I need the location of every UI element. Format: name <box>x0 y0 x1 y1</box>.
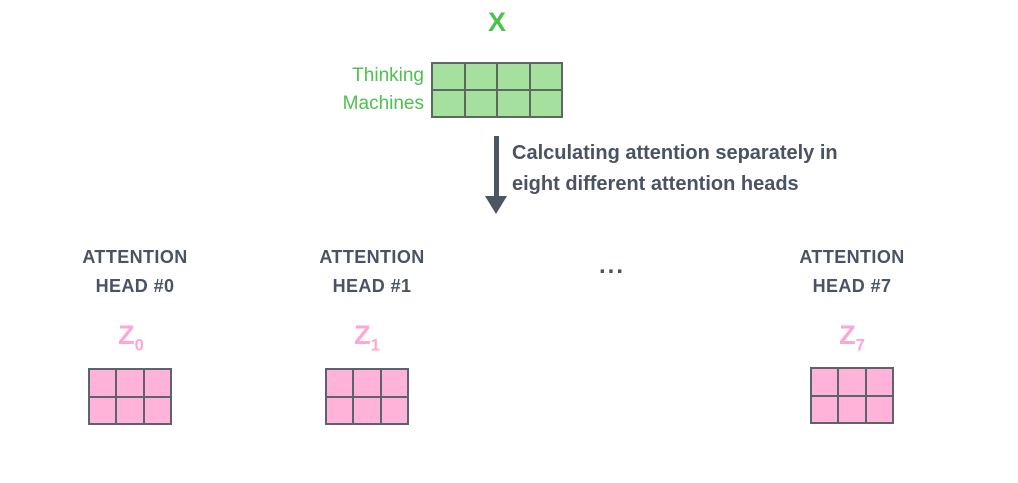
z1-matrix <box>325 368 409 425</box>
z1-base: Z <box>354 320 371 350</box>
matrix-cell <box>812 369 838 395</box>
input-row-labels: Thinking Machines <box>260 62 424 117</box>
head-title-7-line1: ATTENTION <box>799 247 905 267</box>
matrix-cell <box>144 370 170 396</box>
matrix-cell <box>839 369 865 395</box>
matrix-cell <box>433 64 464 89</box>
matrix-cell <box>354 397 380 423</box>
matrix-cell <box>90 370 116 396</box>
z1-label: Z1 <box>267 317 467 363</box>
z7-subscript: 7 <box>855 335 865 355</box>
input-matrix-label: X <box>487 7 506 37</box>
matrix-cell <box>354 370 380 396</box>
arrow-caption-line1: Calculating attention separately in <box>512 142 838 164</box>
matrix-cell <box>812 396 838 422</box>
head-title-7-line2: HEAD #7 <box>812 276 892 296</box>
matrix-cell <box>327 397 353 423</box>
head-title-1: ATTENTION HEAD #1 <box>272 243 472 301</box>
input-row-label-thinking: Thinking <box>352 65 424 86</box>
arrow-caption: Calculating attention separately in eigh… <box>512 138 838 200</box>
down-arrow-icon <box>485 196 507 214</box>
head-title-0: ATTENTION HEAD #0 <box>35 243 235 301</box>
z7-matrix <box>810 367 894 424</box>
head-title-1-line1: ATTENTION <box>319 247 425 267</box>
matrix-cell <box>381 370 407 396</box>
input-matrix <box>431 62 563 118</box>
matrix-cell <box>117 397 143 423</box>
head-title-0-line1: ATTENTION <box>82 247 188 267</box>
matrix-cell <box>866 396 892 422</box>
z0-label: Z0 <box>31 317 231 363</box>
matrix-cell <box>465 64 496 89</box>
matrix-cell <box>465 91 496 116</box>
z0-subscript: 0 <box>134 335 144 355</box>
matrix-cell <box>498 91 529 116</box>
matrix-cell <box>866 369 892 395</box>
z0-matrix <box>88 368 172 425</box>
z1-subscript: 1 <box>370 335 380 355</box>
matrix-cell <box>530 64 561 89</box>
matrix-cell <box>839 396 865 422</box>
z7-label: Z7 <box>752 317 952 363</box>
z0-base: Z <box>118 320 135 350</box>
matrix-cell <box>498 64 529 89</box>
head-title-1-line2: HEAD #1 <box>332 276 412 296</box>
matrix-cell <box>90 397 116 423</box>
matrix-cell <box>433 91 464 116</box>
matrix-cell <box>381 397 407 423</box>
head-title-0-line2: HEAD #0 <box>95 276 175 296</box>
z7-base: Z <box>839 320 856 350</box>
down-arrow-shaft <box>494 136 499 197</box>
input-row-label-machines: Machines <box>342 92 424 114</box>
matrix-cell <box>530 91 561 116</box>
matrix-cell <box>327 370 353 396</box>
heads-ellipsis: ... <box>598 252 625 279</box>
matrix-cell <box>144 397 170 423</box>
head-title-7: ATTENTION HEAD #7 <box>752 243 952 301</box>
arrow-caption-line2: eight different attention heads <box>512 173 799 195</box>
matrix-cell <box>117 370 143 396</box>
